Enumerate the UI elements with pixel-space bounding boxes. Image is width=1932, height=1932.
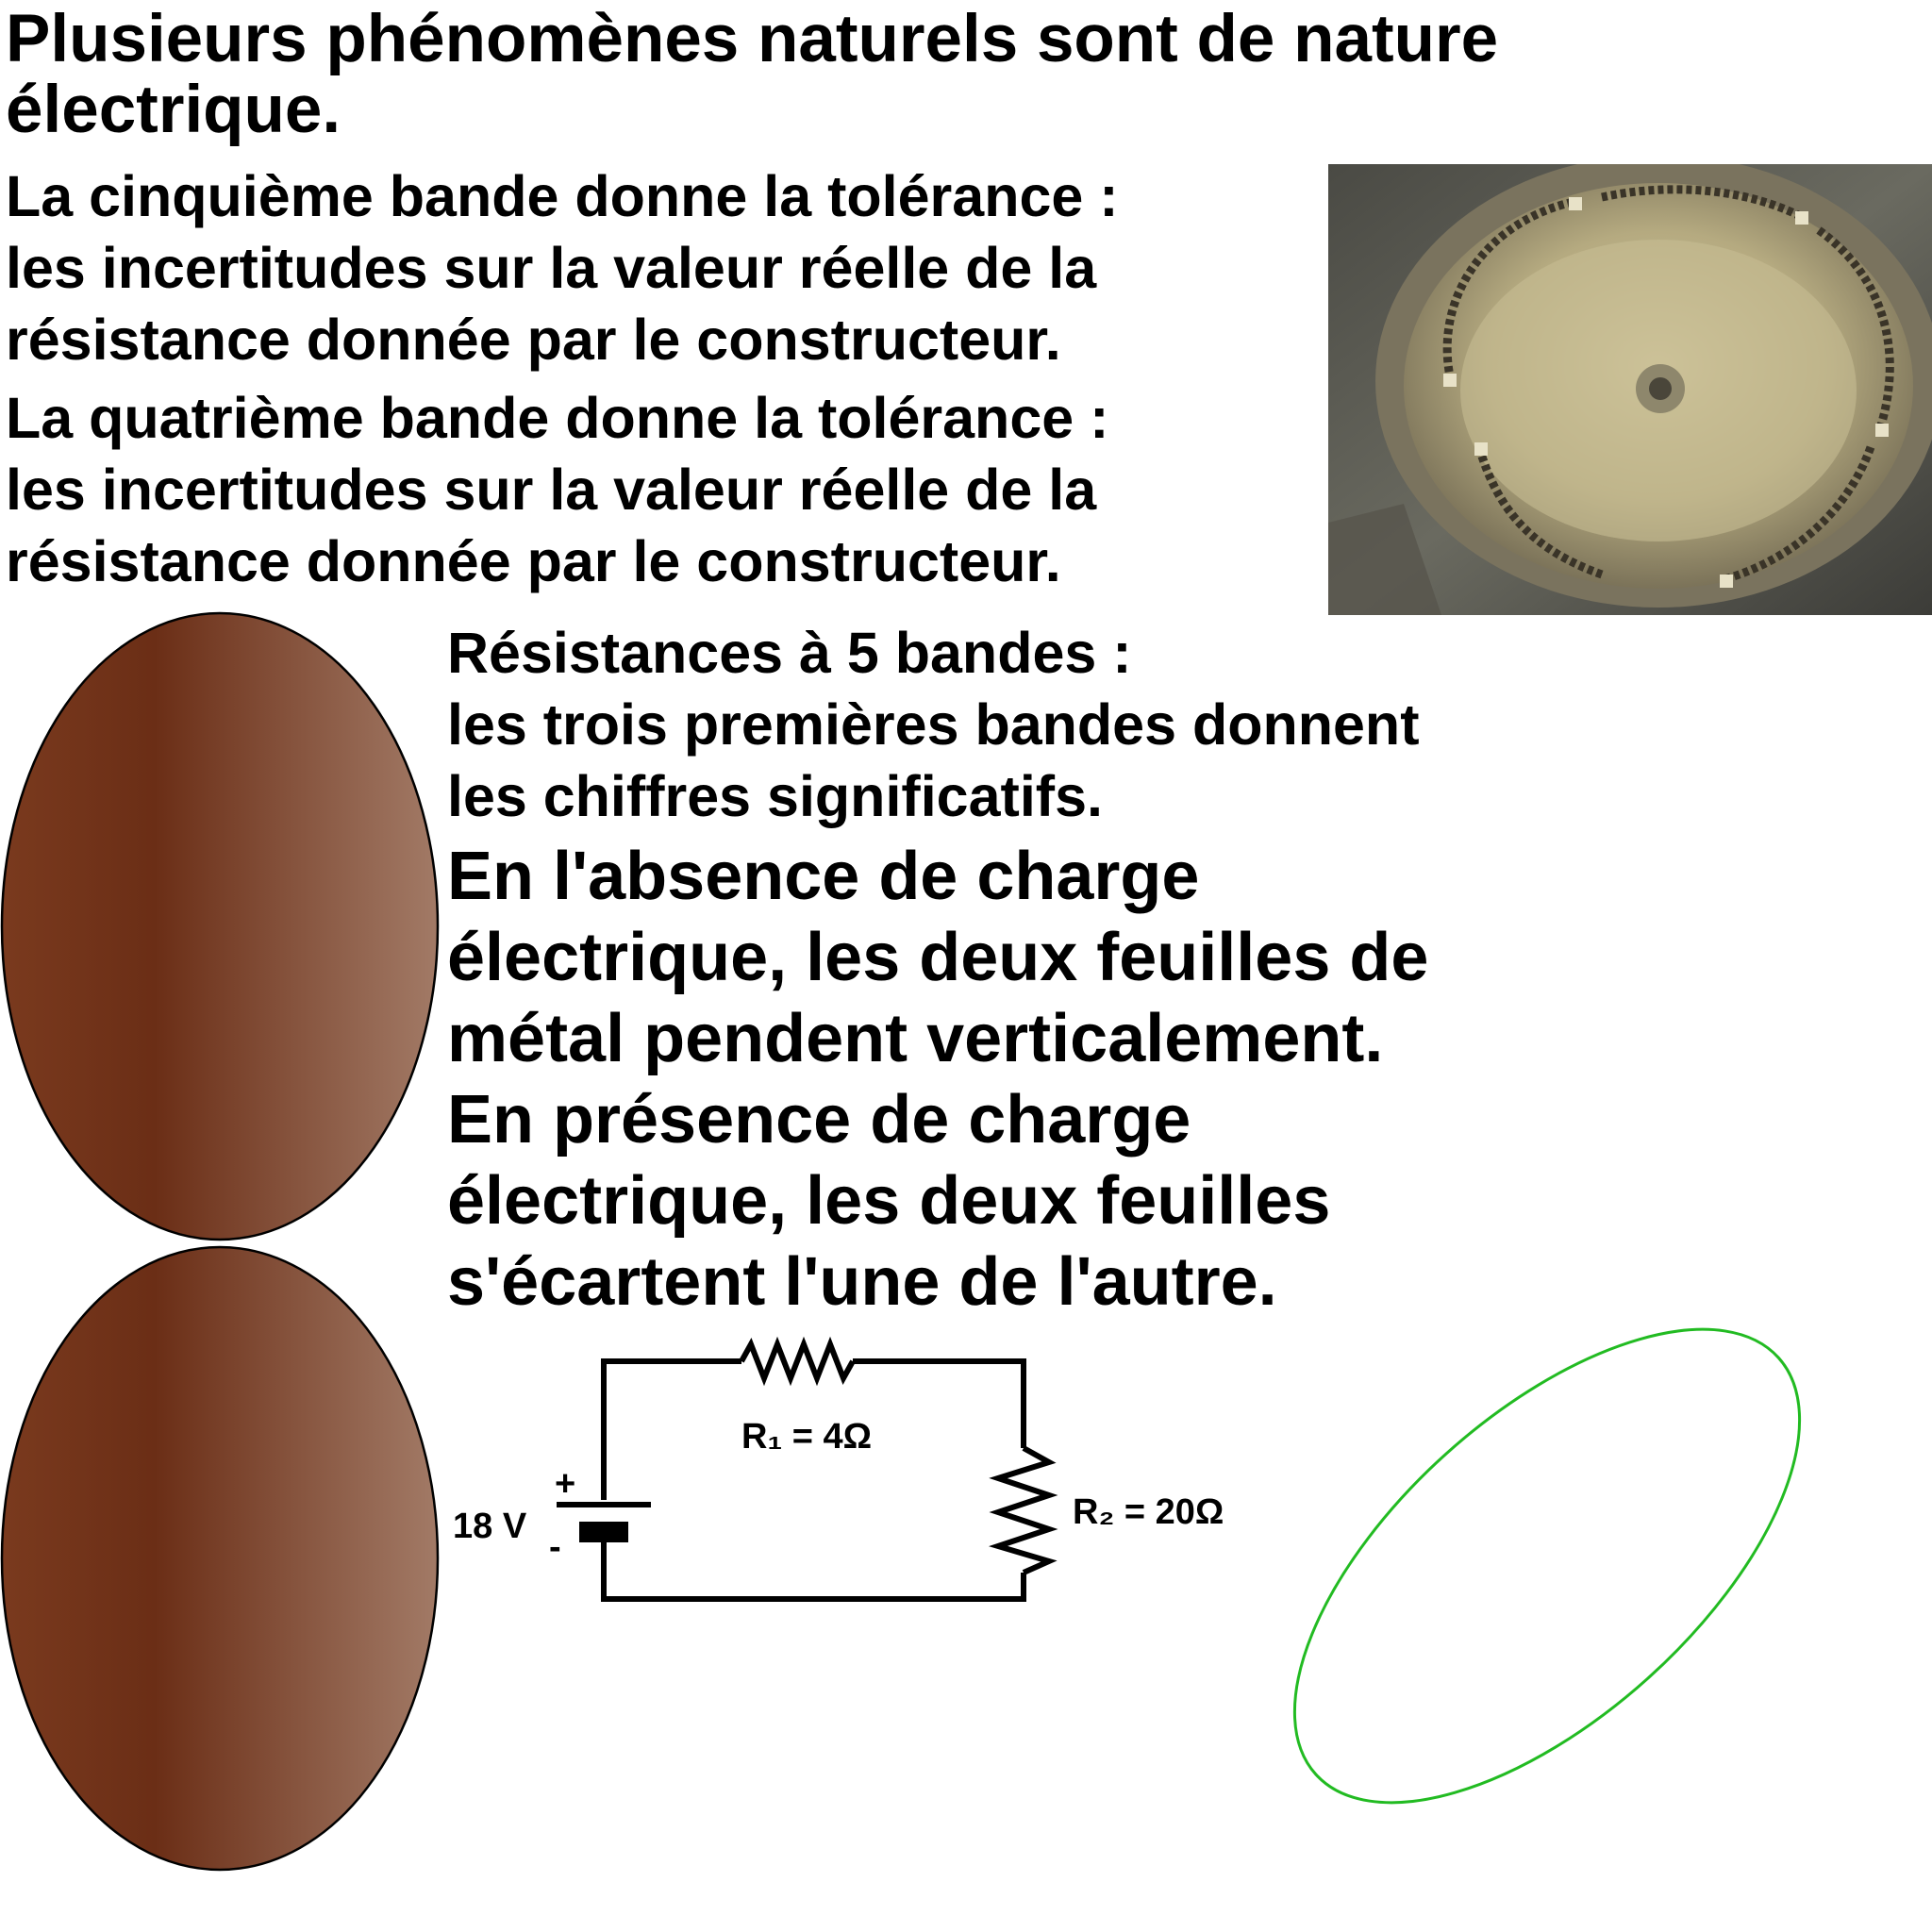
paragraph-resistances-5-bandes: Résistances à 5 bandes : les trois premi… xyxy=(447,621,1420,828)
page-title: Plusieurs phénomènes naturels sont de na… xyxy=(6,2,1499,147)
paragraph-quatrieme-bande: La quatrième bande donne la tolérance : … xyxy=(6,386,1109,593)
heating-element-photo xyxy=(1328,164,1932,615)
battery-positive-plate xyxy=(557,1502,651,1507)
resistor-r2 xyxy=(989,1445,1058,1575)
metal-leaf-top xyxy=(0,611,440,1241)
wire-bottom xyxy=(601,1536,1026,1602)
battery-plus-sign: + xyxy=(555,1464,575,1504)
wire-top-left xyxy=(601,1358,741,1500)
resistor-r1 xyxy=(739,1336,856,1387)
battery-minus-sign: - xyxy=(549,1527,561,1567)
metal-leaf-bottom xyxy=(0,1245,440,1872)
green-ellipse-outline xyxy=(1292,1327,1802,1805)
r1-label: R₁ = 4Ω xyxy=(741,1417,872,1457)
paragraph-cinquieme-bande: La cinquième bande donne la tolérance : … xyxy=(6,164,1119,372)
wire-top-right xyxy=(853,1358,1026,1448)
battery-negative-plate xyxy=(579,1522,628,1542)
circuit-diagram: + - 18 V R₁ = 4Ω R₂ = 20Ω xyxy=(453,1336,1224,1602)
r2-label: R₂ = 20Ω xyxy=(1073,1492,1224,1532)
paragraph-absence-charge: En l'absence de charge électrique, les d… xyxy=(447,839,1429,1076)
voltage-label: 18 V xyxy=(453,1507,527,1546)
paragraph-presence-charge: En présence de charge électrique, les de… xyxy=(447,1082,1331,1320)
